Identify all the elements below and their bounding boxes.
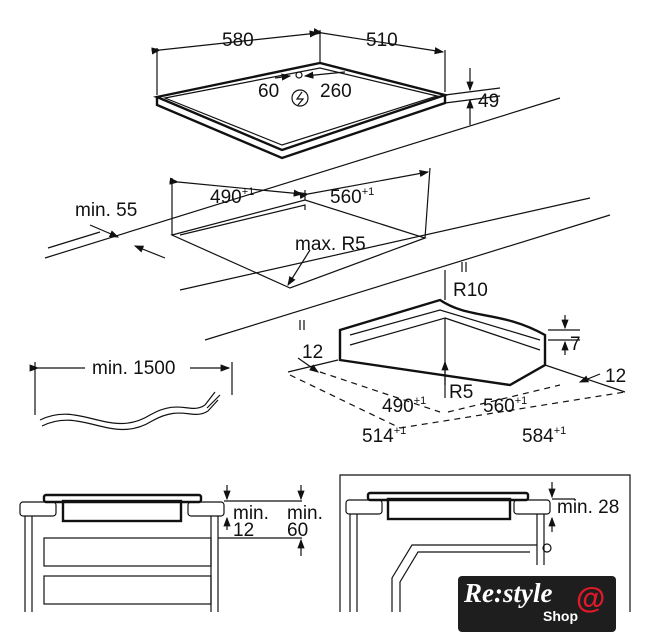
frame-drawing bbox=[287, 270, 626, 429]
inner-width-label: 490+1 bbox=[382, 395, 426, 417]
frame-height-label: 7 bbox=[570, 334, 581, 355]
max-radius-label: max. R5 bbox=[295, 234, 366, 255]
hob-depth-label: 510 bbox=[366, 30, 398, 51]
outer-radius-label: R10 bbox=[453, 280, 488, 301]
logo-sub: Shop bbox=[543, 608, 578, 624]
min-60-label: 60 bbox=[287, 520, 308, 541]
cable-left-label: 60 bbox=[258, 81, 279, 102]
left-edge-label: 12 bbox=[302, 342, 323, 363]
logo-at-icon: @ bbox=[576, 582, 606, 615]
min-12-label: 12 bbox=[233, 520, 254, 541]
cutout-width-label: 490+1 bbox=[210, 186, 254, 208]
inner-depth-label: 560+1 bbox=[483, 395, 527, 417]
power-symbol-icon bbox=[291, 89, 309, 107]
hob-width-label: 580 bbox=[222, 30, 254, 51]
section-drawer-drawing bbox=[19, 485, 305, 612]
restyle-shop-logo: Re:style Shop @ bbox=[458, 576, 616, 632]
logo-brand: Re:style bbox=[464, 578, 553, 608]
worktop-cutout-drawing bbox=[44, 97, 611, 341]
cable-right-label: 260 bbox=[320, 81, 352, 102]
min-front-distance-label: min. 55 bbox=[75, 200, 137, 221]
hob-drawing bbox=[151, 28, 501, 160]
cable-drawing bbox=[29, 362, 233, 431]
outer-width-label: 514+1 bbox=[362, 425, 406, 447]
hob-height-label: 49 bbox=[478, 91, 499, 112]
cutout-depth-label: 560+1 bbox=[330, 186, 374, 208]
min-28-label: min. 28 bbox=[557, 497, 619, 518]
cable-length-label: min. 1500 bbox=[92, 358, 175, 379]
section-oven-drawing bbox=[339, 474, 631, 612]
min-label-b: min. bbox=[287, 503, 323, 524]
inner-radius-label: R5 bbox=[449, 382, 473, 403]
outer-depth-label: 584+1 bbox=[522, 425, 566, 447]
min-label-a: min. bbox=[233, 503, 269, 524]
right-edge-label: 12 bbox=[605, 366, 626, 387]
